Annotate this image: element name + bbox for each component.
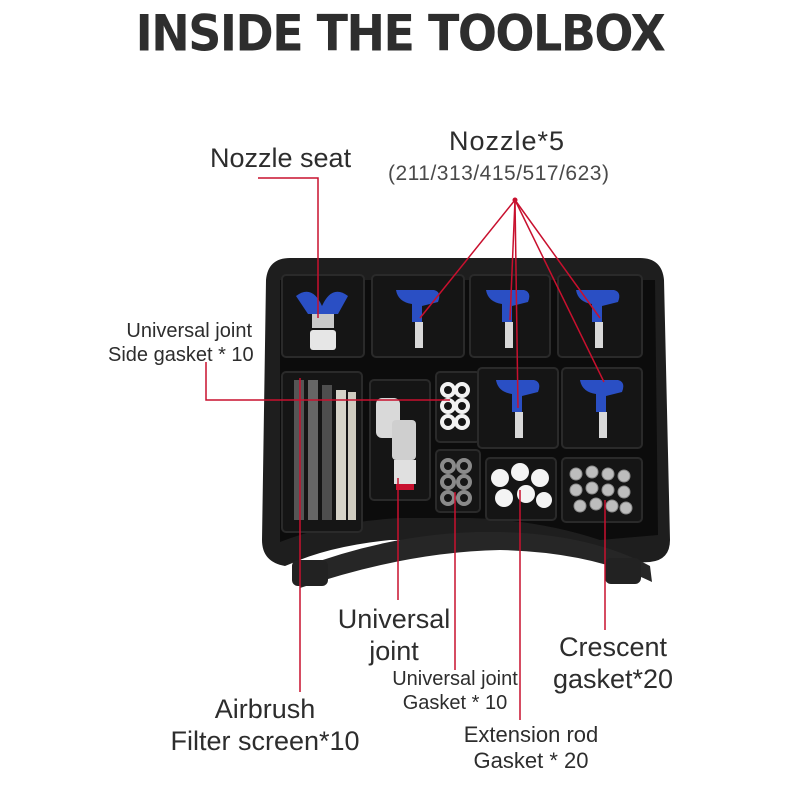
label-joint-gasket-line2: Gasket * 10	[402, 691, 508, 714]
nozzle-items	[396, 290, 624, 438]
label-joint-gasket: Universal joint Gasket * 10	[382, 668, 528, 715]
joint-gaskets-item	[440, 458, 472, 506]
label-joint-gasket-line1: Universal joint	[392, 668, 518, 690]
filter-screens-item	[294, 380, 356, 520]
label-nozzle-sizes: (211/313/415/517/623)	[388, 162, 610, 185]
page-title: INSIDE THE TOOLBOX	[135, 3, 666, 63]
leader-lines	[205, 177, 606, 720]
label-side-gasket-line1: Universal joint	[126, 320, 252, 342]
label-extension-line2: Gasket * 20	[473, 747, 589, 773]
label-nozzle-count: Nozzle*5	[449, 126, 566, 156]
label-airbrush-line2: Filter screen*10	[170, 725, 360, 756]
label-universal-joint: Universal joint	[330, 604, 458, 668]
label-crescent-line2: gasket*20	[552, 663, 674, 694]
extension-gaskets-item	[491, 463, 552, 508]
label-airbrush-line1: Airbrush	[214, 694, 316, 724]
label-universal-joint-line1: Universal	[337, 604, 451, 634]
label-extension-line1: Extension rod	[463, 722, 599, 747]
label-universal-joint-line2: joint	[369, 635, 419, 666]
crescent-gaskets-item	[569, 465, 633, 515]
label-side-gasket-line2: Side gasket * 10	[108, 343, 254, 366]
universal-joint-item	[376, 398, 416, 490]
label-crescent-line1: Crescent	[558, 632, 668, 662]
label-crescent-gasket: Crescent gasket*20	[548, 632, 678, 696]
label-nozzle-seat: Nozzle seat	[210, 143, 352, 173]
label-airbrush-filter: Airbrush Filter screen*10	[160, 694, 370, 758]
label-side-gasket: Universal joint Side gasket * 10	[108, 320, 254, 367]
label-extension-gasket: Extension rod Gasket * 20	[452, 722, 610, 774]
